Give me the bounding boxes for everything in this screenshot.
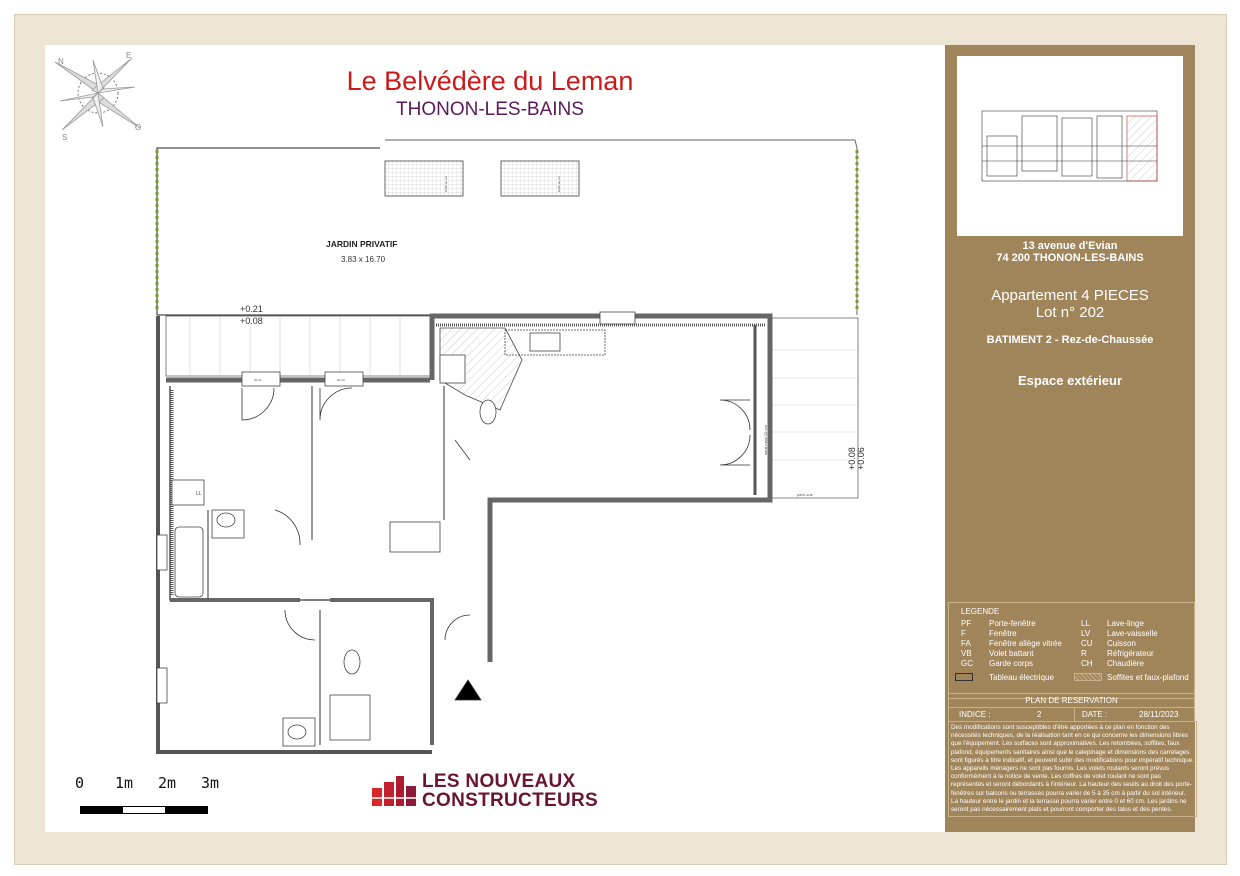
electrical-panel-icon (955, 673, 973, 681)
floor-grille (384, 160, 464, 197)
level-mark: +0.08 (240, 316, 263, 326)
brand-line-1: LES NOUVEAUX (422, 771, 576, 792)
garden: Grille au sol Grille au sol JARDIN PRIVA… (155, 139, 859, 316)
terrace: +0.08 +0.06 pare-vue (165, 315, 866, 499)
date-value: 28/11/2023 (1139, 710, 1179, 719)
legend-code: LL (1081, 619, 1090, 628)
level-mark: +0.21 (240, 304, 263, 314)
builder-logo-icon (372, 776, 416, 806)
window (599, 311, 636, 325)
level-mark: +0.08 (847, 447, 857, 470)
compass-rose-icon: N E O S (54, 51, 141, 142)
reservation-title: PLAN DE RESERVATION (948, 693, 1195, 708)
sink-icon (529, 332, 561, 352)
toilet-icon (479, 399, 497, 425)
legend-code: R (1081, 649, 1087, 658)
legend-code: PF (961, 619, 972, 628)
info-panel: 13 avenue d'Evian 74 200 THONON-LES-BAIN… (945, 45, 1197, 832)
legend-code: F (961, 629, 966, 638)
fixtures: LL 20 cm 20 cm seuil maxi 20 cm (156, 311, 768, 747)
legend-label: Fenêtre (989, 629, 1017, 638)
legend-label: Chaudière (1107, 659, 1144, 668)
indice-value: 2 (1037, 710, 1042, 719)
brand-line-2: CONSTRUCTEURS (422, 790, 598, 811)
pare-vue-label: pare-vue (797, 492, 814, 497)
seuil-label: 20 cm (337, 378, 346, 382)
apartment-type: Appartement 4 PIECES (991, 287, 1149, 304)
toilet-icon (343, 649, 361, 675)
date-label: DATE : (1082, 710, 1108, 719)
building-floor: BATIMENT 2 - Rez-de-Chaussée (986, 334, 1154, 346)
level-mark: +0.06 (856, 447, 866, 470)
page-title: Le Belvédère du Leman (346, 66, 634, 96)
window (241, 371, 281, 387)
closet (389, 521, 441, 553)
address-line-1: 13 avenue d'Evian (1022, 240, 1118, 252)
seuil-label: 20 cm (254, 378, 263, 382)
terrace-levels: +0.21 +0.08 (240, 304, 263, 326)
compass-label: E (126, 51, 131, 60)
disclaimer: Des modifications sont susceptibles d'êt… (948, 721, 1197, 818)
compass-label: O (135, 123, 141, 132)
scale-segment (165, 806, 208, 814)
legend-label: Cuisson (1107, 639, 1136, 648)
building-thumbnail (957, 56, 1183, 236)
legend-label: Tableau électrique (989, 673, 1054, 682)
seuil-label: seuil maxi 20 cm (763, 425, 768, 455)
legend-code: GC (961, 659, 973, 668)
grille-label: Grille au sol (444, 176, 448, 192)
scale-label: 0 (75, 774, 85, 792)
builder-logo: LES NOUVEAUX CONSTRUCTEURS (422, 772, 598, 810)
window (324, 371, 364, 387)
soffit-icon (1074, 673, 1102, 681)
window (156, 534, 168, 571)
scale-segment (80, 806, 122, 814)
cupboard (439, 354, 466, 384)
page-subtitle: THONON-LES-BAINS (396, 99, 584, 120)
legend: LEGENDE PF Porte-fenêtre F Fenêtre FA Fenêt… (948, 602, 1195, 699)
bathtub-icon (174, 526, 204, 598)
legend-code: FA (961, 639, 971, 648)
legend-title: LEGENDE (961, 607, 1000, 616)
legend-code: LV (1081, 629, 1091, 638)
window (156, 667, 168, 704)
legend-label: Lave-vaisselle (1107, 629, 1158, 638)
entrance-arrow-icon (454, 679, 482, 701)
laundry-space (171, 479, 205, 506)
legend-code: CU (1081, 639, 1093, 648)
scale-label: 1m (115, 774, 134, 792)
exterior-space: Espace extérieur (1017, 373, 1123, 388)
garden-dimensions: 3.83 x 16.70 (341, 255, 386, 264)
legend-label: Lave-linge (1107, 619, 1144, 628)
legend-code: VB (961, 649, 972, 658)
scale-segment (122, 806, 166, 814)
walls (156, 313, 773, 754)
scale-label: 3m (201, 774, 220, 792)
floor-grille (500, 160, 580, 197)
legend-label: Volet battant (989, 649, 1034, 658)
ll-label: LL (196, 491, 202, 497)
grille-label: Grille au sol (557, 176, 561, 192)
legend-label: Soffites et faux-plafond (1107, 673, 1189, 682)
indice-date-row: INDICE : 2 DATE : 28/11/2023 (948, 707, 1195, 722)
compass-label: N (58, 57, 64, 66)
scale-label: 2m (158, 774, 177, 792)
lot-number: Lot n° 202 (1035, 304, 1105, 321)
legend-label: Porte-fenêtre (989, 619, 1036, 628)
divider (1074, 708, 1075, 721)
indice-label: INDICE : (959, 710, 991, 719)
address-line-2: 74 200 THONON-LES-BAINS (996, 252, 1144, 264)
legend-label: Garde corps (989, 659, 1034, 668)
shower-icon (329, 694, 371, 741)
legend-label: Réfrigérateur (1107, 649, 1154, 658)
compass-label: S (62, 133, 67, 142)
legend-label: Fenêtre allège vitrée (989, 639, 1062, 648)
legend-code: CH (1081, 659, 1093, 668)
garden-label: JARDIN PRIVATIF (326, 239, 397, 249)
doors (241, 387, 751, 701)
